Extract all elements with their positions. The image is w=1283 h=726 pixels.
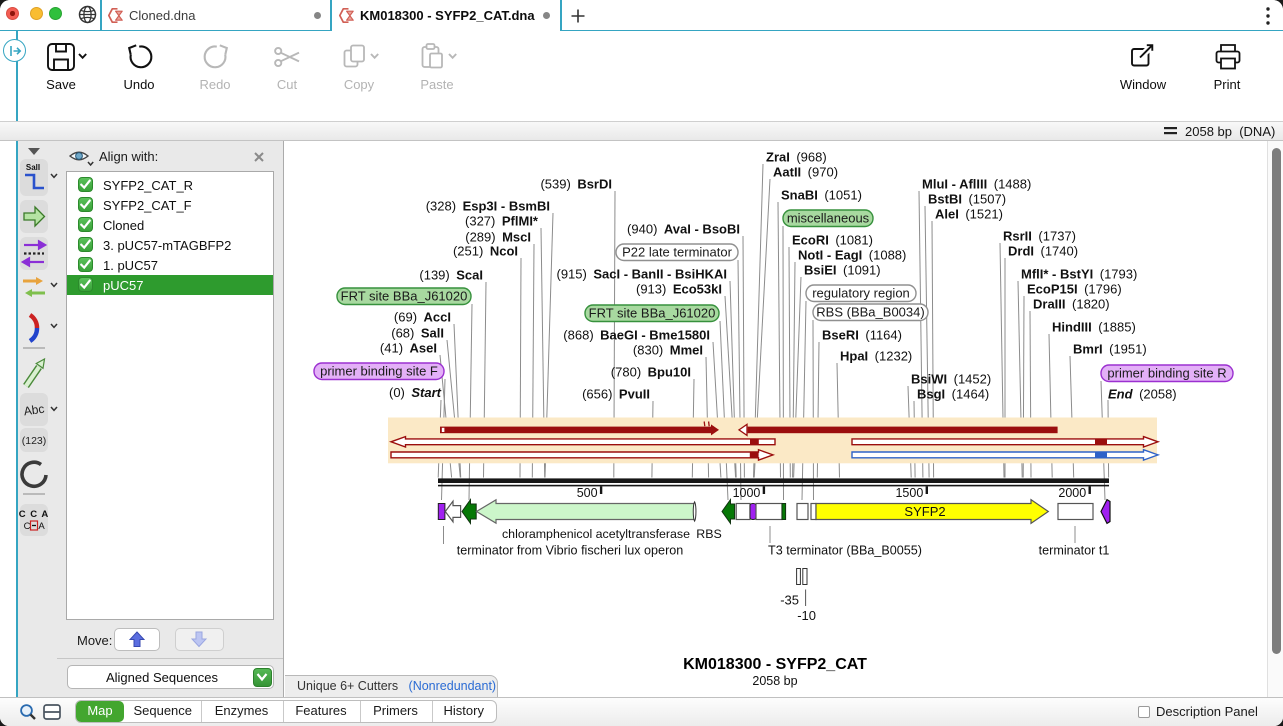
svg-text:HindIII (1885): HindIII (1885) xyxy=(1052,320,1136,335)
svg-text:(780) Bpu10I: (780) Bpu10I xyxy=(611,365,691,380)
svg-text:500: 500 xyxy=(577,486,598,500)
svg-text:primer binding site R: primer binding site R xyxy=(1107,366,1226,381)
svg-text:ZraI (968): ZraI (968) xyxy=(766,150,827,165)
svg-text:MflI* - BstYI (1793): MflI* - BstYI (1793) xyxy=(1021,267,1137,282)
svg-text:terminator from Vibrio fischer: terminator from Vibrio fischeri lux oper… xyxy=(457,544,684,558)
svg-text:RBS: RBS xyxy=(696,527,721,541)
svg-text:chloramphenicol acetyltransfer: chloramphenicol acetyltransferase xyxy=(502,527,690,541)
svg-text:(328) Esp3I - BsmBI: (328) Esp3I - BsmBI xyxy=(426,199,550,214)
svg-text:-10: -10 xyxy=(797,608,816,623)
svg-text:miscellaneous: miscellaneous xyxy=(787,211,870,226)
svg-text:T3 terminator (BBa_B0055): T3 terminator (BBa_B0055) xyxy=(768,544,922,558)
svg-text:(656) PvuII: (656) PvuII xyxy=(582,387,650,402)
svg-text:(0) Start: (0) Start xyxy=(389,385,442,400)
svg-text:primer binding site F: primer binding site F xyxy=(320,364,438,379)
svg-text:DrdI (1740): DrdI (1740) xyxy=(1008,244,1078,259)
svg-text:RsrII (1737): RsrII (1737) xyxy=(1003,229,1076,244)
svg-text:C C A: C C A xyxy=(18,509,49,520)
svg-text:(69) AccI: (69) AccI xyxy=(394,310,451,325)
svg-text:(940) AvaI - BsoBI: (940) AvaI - BsoBI xyxy=(627,222,740,237)
svg-text:(68) SalI: (68) SalI xyxy=(391,326,444,341)
svg-text:SYFP2: SYFP2 xyxy=(904,504,945,519)
svg-text:C: C xyxy=(23,521,30,532)
svg-text:MluI - AflIII (1488): MluI - AflIII (1488) xyxy=(922,177,1031,192)
svg-text:EcoRI (1081): EcoRI (1081) xyxy=(792,233,873,248)
svg-text:(913) Eco53kI: (913) Eco53kI xyxy=(636,282,722,297)
svg-text:(41) AseI: (41) AseI xyxy=(380,341,437,356)
svg-text:EcoP15I (1796): EcoP15I (1796) xyxy=(1027,282,1122,297)
svg-text:NotI - EagI (1088): NotI - EagI (1088) xyxy=(798,248,906,263)
svg-text:BsiEI (1091): BsiEI (1091) xyxy=(804,263,881,278)
svg-text:2058 bp: 2058 bp xyxy=(752,674,797,688)
svg-text:regulatory region: regulatory region xyxy=(812,286,910,301)
svg-text:AleI (1521): AleI (1521) xyxy=(935,207,1003,222)
svg-text:KM018300 - SYFP2_CAT: KM018300 - SYFP2_CAT xyxy=(683,656,867,673)
svg-text:(327) PflMI*: (327) PflMI* xyxy=(465,214,539,229)
svg-text:AatII (970): AatII (970) xyxy=(773,165,838,180)
svg-text:(915) SacI - BanII - BsiHKAI: (915) SacI - BanII - BsiHKAI xyxy=(557,267,728,282)
svg-text:BsiWI (1452): BsiWI (1452) xyxy=(911,372,991,387)
svg-text:BstBI (1507): BstBI (1507) xyxy=(928,192,1006,207)
svg-text:1500: 1500 xyxy=(895,486,923,500)
svg-text:Abc: Abc xyxy=(22,402,44,419)
svg-text:(539) BsrDI: (539) BsrDI xyxy=(540,177,612,192)
svg-text:(830) MmeI: (830) MmeI xyxy=(633,343,703,358)
svg-text:SalI: SalI xyxy=(25,163,39,172)
svg-text:FRT site BBa_J61020: FRT site BBa_J61020 xyxy=(341,289,468,304)
svg-text:P22 late terminator: P22 late terminator xyxy=(622,245,733,260)
svg-text:HpaI (1232): HpaI (1232) xyxy=(840,349,912,364)
svg-text:terminator t1: terminator t1 xyxy=(1039,544,1110,558)
svg-text:BsgI (1464): BsgI (1464) xyxy=(917,387,989,402)
svg-text:FRT site BBa_J61020: FRT site BBa_J61020 xyxy=(589,306,716,321)
svg-text:RBS (BBa_B0034): RBS (BBa_B0034) xyxy=(816,305,924,320)
svg-text:A: A xyxy=(38,521,45,532)
svg-text:SnaBI (1051): SnaBI (1051) xyxy=(781,188,862,203)
svg-text:(868) BaeGI - Bme1580I: (868) BaeGI - Bme1580I xyxy=(563,328,710,343)
svg-text:(289) MscI: (289) MscI xyxy=(465,230,531,245)
svg-text:-35: -35 xyxy=(780,593,799,608)
svg-text:2000: 2000 xyxy=(1058,486,1086,500)
svg-text:End (2058): End (2058) xyxy=(1108,387,1177,402)
svg-text:1000: 1000 xyxy=(733,486,761,500)
svg-text:(251) NcoI: (251) NcoI xyxy=(453,244,518,259)
svg-text:(123): (123) xyxy=(21,435,46,447)
svg-text:BseRI (1164): BseRI (1164) xyxy=(822,328,902,343)
svg-text:(139) ScaI: (139) ScaI xyxy=(419,268,483,283)
svg-text:DraIII (1820): DraIII (1820) xyxy=(1033,297,1110,312)
svg-text:BmrI (1951): BmrI (1951) xyxy=(1073,342,1147,357)
